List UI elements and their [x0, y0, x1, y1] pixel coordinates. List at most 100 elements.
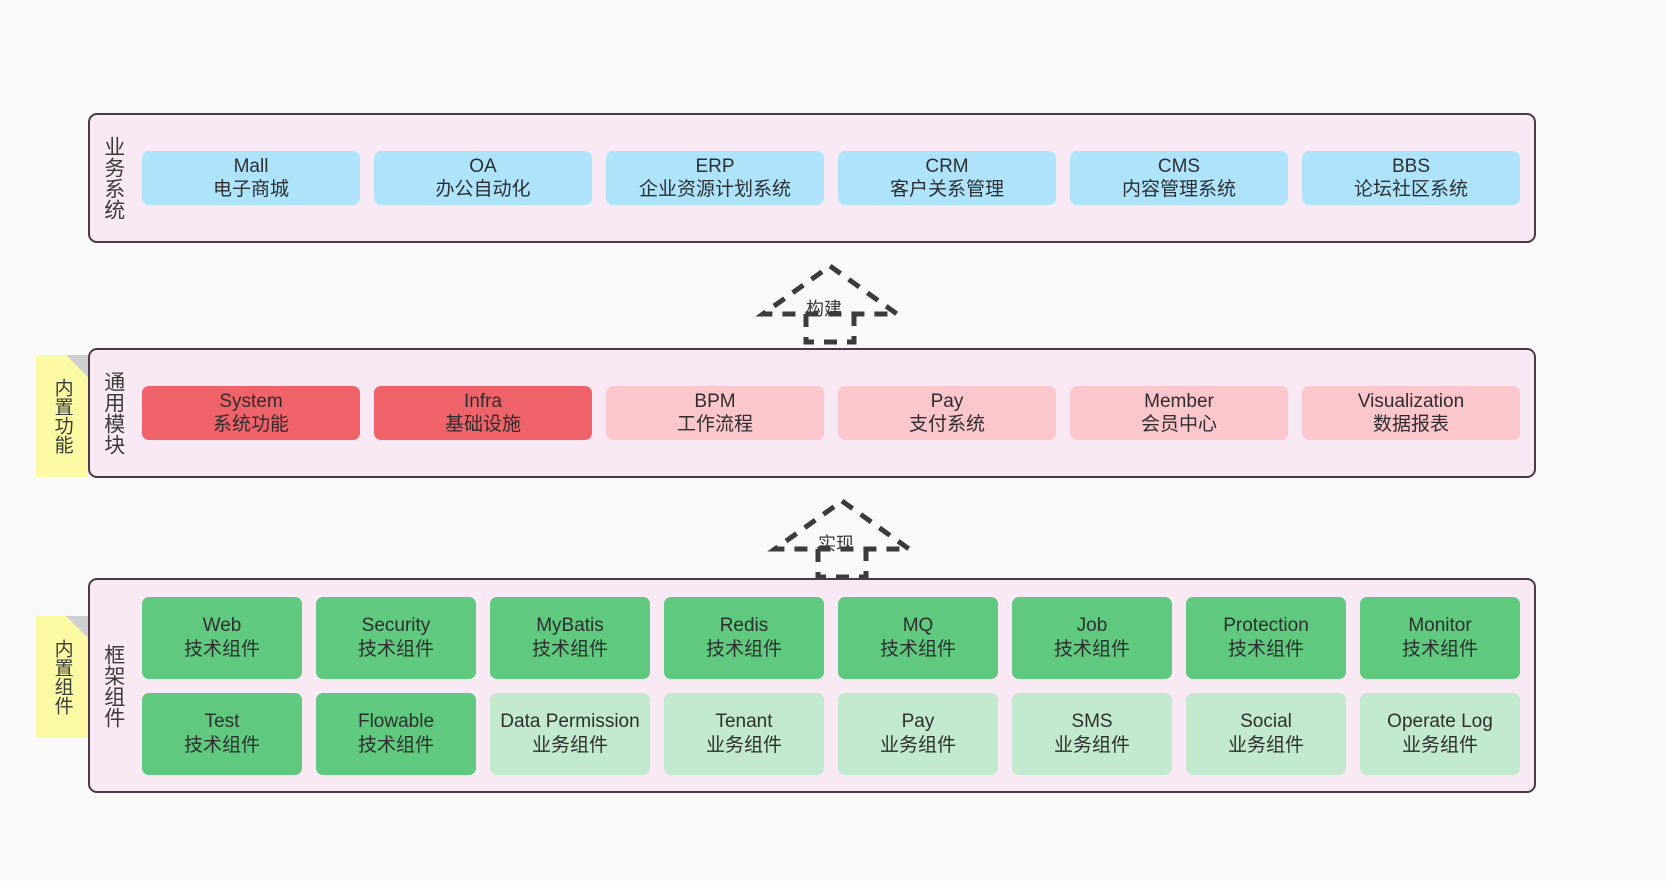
card-name: MQ — [902, 615, 934, 637]
arrow-head-triangle — [767, 497, 917, 552]
layer-common-modules: 通用模块 System 系统功能 Infra 基础设施 BPM 工作流程 Pay… — [88, 348, 1536, 478]
layer-body-business-system: Mall 电子商城 OA 办公自动化 ERP 企业资源计划系统 CRM 客户关系… — [136, 115, 1534, 241]
layer-title-framework-components: 框架组件 — [101, 643, 125, 728]
layer-row: System 系统功能 Infra 基础设施 BPM 工作流程 Pay 支付系统… — [142, 385, 1520, 441]
arrow-stem — [803, 314, 857, 345]
layer-title-common-modules: 通用模块 — [101, 371, 125, 455]
arrow-head-triangle — [755, 262, 905, 317]
card-subtitle: 支付系统 — [908, 414, 985, 435]
card-name: Monitor — [1408, 615, 1472, 637]
component-card-protection[interactable]: Protection 技术组件 — [1186, 596, 1346, 679]
card-subtitle: 企业资源计划系统 — [638, 179, 791, 200]
card-subtitle: 技术组件 — [879, 638, 956, 660]
component-card-web[interactable]: Web 技术组件 — [142, 596, 302, 679]
module-card-cms[interactable]: CMS 内容管理系统 — [1070, 150, 1288, 206]
card-name: Member — [1144, 390, 1214, 412]
note-label: 内置功能 — [51, 378, 73, 454]
card-name: Pay — [930, 390, 964, 412]
module-card-mall[interactable]: Mall 电子商城 — [142, 150, 360, 206]
component-card-monitor[interactable]: Monitor 技术组件 — [1360, 596, 1520, 679]
module-card-infra[interactable]: Infra 基础设施 — [374, 385, 592, 441]
layer-title-business-system: 业务系统 — [101, 136, 125, 220]
layer-body-framework-components: Web 技术组件 Security 技术组件 MyBatis 技术组件 Redi… — [136, 580, 1534, 791]
card-name: CRM — [925, 155, 969, 177]
note-fold-corner-icon — [66, 355, 88, 377]
card-subtitle: 技术组件 — [183, 734, 260, 756]
card-name: Social — [1240, 711, 1292, 733]
note-label: 内置组件 — [51, 639, 73, 715]
module-card-visualization[interactable]: Visualization 数据报表 — [1302, 385, 1520, 441]
card-name: Infra — [463, 390, 503, 412]
module-card-erp[interactable]: ERP 企业资源计划系统 — [606, 150, 824, 206]
card-name: BBS — [1391, 155, 1431, 177]
card-name: MyBatis — [536, 615, 604, 637]
card-subtitle: 办公自动化 — [435, 179, 531, 200]
card-name: ERP — [695, 155, 735, 177]
component-card-tenant[interactable]: Tenant 业务组件 — [664, 692, 824, 775]
card-name: Test — [204, 711, 240, 733]
card-subtitle: 技术组件 — [357, 638, 434, 660]
component-card-sms[interactable]: SMS 业务组件 — [1012, 692, 1172, 775]
card-name: Security — [361, 615, 431, 637]
card-name: OA — [469, 155, 497, 177]
connector-label-build: 构建 — [806, 299, 842, 319]
component-card-operate-log[interactable]: Operate Log 业务组件 — [1360, 692, 1520, 775]
arrow-stem — [815, 549, 869, 580]
component-card-security[interactable]: Security 技术组件 — [316, 596, 476, 679]
card-subtitle: 工作流程 — [676, 414, 753, 435]
component-card-pay[interactable]: Pay 业务组件 — [838, 692, 998, 775]
module-card-bbs[interactable]: BBS 论坛社区系统 — [1302, 150, 1520, 206]
card-subtitle: 基础设施 — [444, 414, 521, 435]
card-subtitle: 技术组件 — [1401, 638, 1478, 660]
card-name: Flowable — [357, 711, 435, 733]
sticky-note-builtin-components: 内置组件 — [36, 616, 88, 738]
component-card-flowable[interactable]: Flowable 技术组件 — [316, 692, 476, 775]
card-name: SMS — [1071, 711, 1113, 733]
card-subtitle: 技术组件 — [357, 734, 434, 756]
module-card-bpm[interactable]: BPM 工作流程 — [606, 385, 824, 441]
card-subtitle: 技术组件 — [1053, 638, 1130, 660]
component-card-social[interactable]: Social 业务组件 — [1186, 692, 1346, 775]
card-subtitle: 技术组件 — [531, 638, 608, 660]
card-name: CMS — [1157, 155, 1201, 177]
layer-row: Test 技术组件 Flowable 技术组件 Data Permission … — [142, 692, 1520, 775]
card-name: Tenant — [715, 711, 773, 733]
note-fold-corner-icon — [66, 616, 88, 638]
component-card-mq[interactable]: MQ 技术组件 — [838, 596, 998, 679]
card-subtitle: 系统功能 — [212, 414, 289, 435]
card-subtitle: 数据报表 — [1372, 414, 1449, 435]
module-card-member[interactable]: Member 会员中心 — [1070, 385, 1288, 441]
connector-build: 构建 — [755, 262, 905, 345]
card-subtitle: 业务组件 — [705, 734, 782, 756]
card-subtitle: 会员中心 — [1140, 414, 1217, 435]
card-name: Redis — [719, 615, 769, 637]
layer-business-system: 业务系统 Mall 电子商城 OA 办公自动化 ERP 企业资源计划系统 CRM… — [88, 113, 1536, 243]
card-name: Pay — [901, 711, 935, 733]
card-name: Web — [202, 615, 242, 637]
module-card-pay[interactable]: Pay 支付系统 — [838, 385, 1056, 441]
component-card-redis[interactable]: Redis 技术组件 — [664, 596, 824, 679]
connector-label-implement: 实现 — [818, 534, 854, 554]
card-subtitle: 内容管理系统 — [1121, 179, 1236, 200]
sticky-note-builtin-functions: 内置功能 — [36, 355, 88, 477]
component-card-mybatis[interactable]: MyBatis 技术组件 — [490, 596, 650, 679]
card-name: Protection — [1223, 615, 1309, 637]
card-subtitle: 业务组件 — [1401, 734, 1478, 756]
component-card-data-permission[interactable]: Data Permission 业务组件 — [490, 692, 650, 775]
component-card-job[interactable]: Job 技术组件 — [1012, 596, 1172, 679]
module-card-oa[interactable]: OA 办公自动化 — [374, 150, 592, 206]
card-subtitle: 业务组件 — [879, 734, 956, 756]
layer-framework-components: 框架组件 Web 技术组件 Security 技术组件 MyBatis 技术组件… — [88, 578, 1536, 793]
layer-row: Web 技术组件 Security 技术组件 MyBatis 技术组件 Redi… — [142, 596, 1520, 679]
module-card-crm[interactable]: CRM 客户关系管理 — [838, 150, 1056, 206]
card-subtitle: 技术组件 — [1227, 638, 1304, 660]
card-subtitle: 技术组件 — [705, 638, 782, 660]
card-name: BPM — [694, 390, 736, 412]
card-subtitle: 业务组件 — [1227, 734, 1304, 756]
card-name: Visualization — [1357, 390, 1465, 412]
card-subtitle: 论坛社区系统 — [1353, 179, 1468, 200]
component-card-test[interactable]: Test 技术组件 — [142, 692, 302, 775]
module-card-system[interactable]: System 系统功能 — [142, 385, 360, 441]
card-subtitle: 业务组件 — [1053, 734, 1130, 756]
